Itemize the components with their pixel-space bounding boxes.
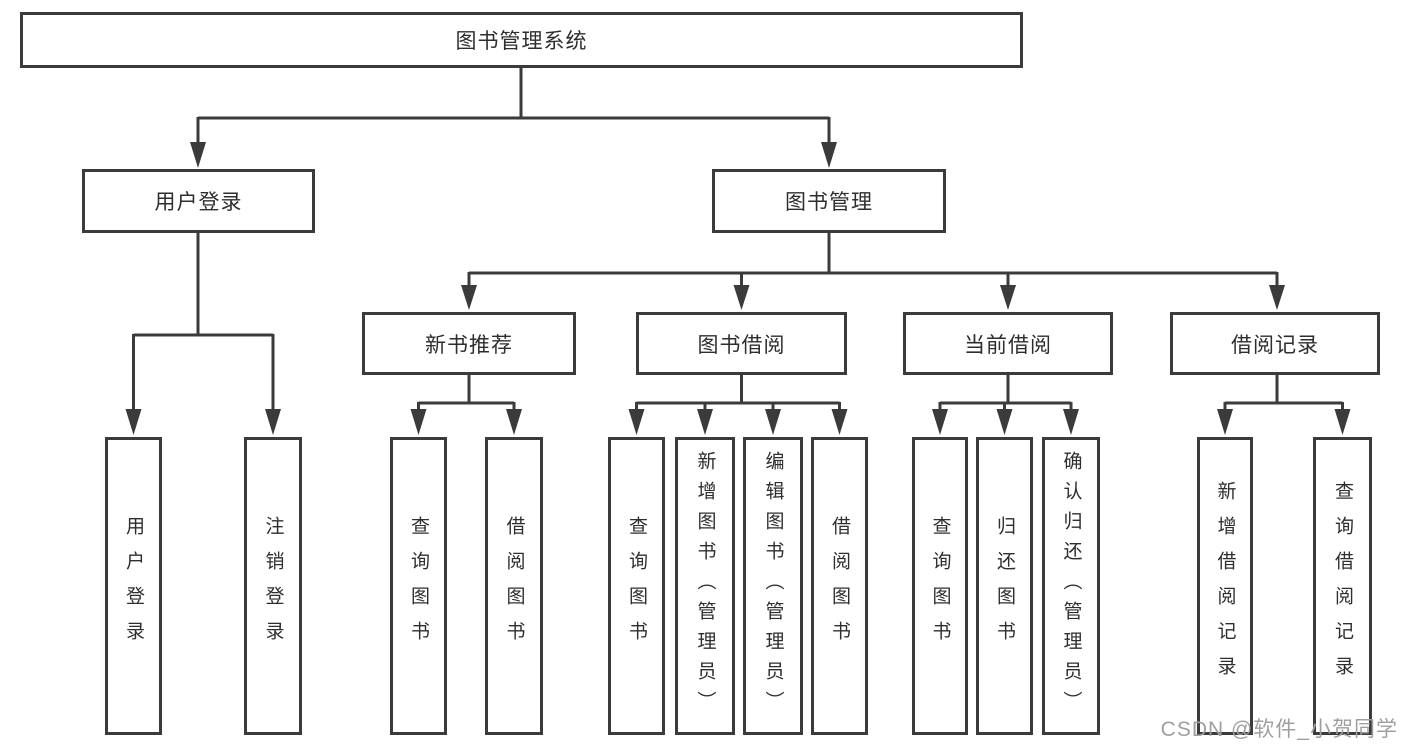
leaf-label: 确认归还（管理员） — [1060, 451, 1082, 721]
leaf-label: 借阅图书 — [503, 516, 525, 656]
node-new-book-recommend: 新书推荐 — [362, 312, 576, 375]
leaf-add-borrow-record: 新增借阅记录 — [1197, 437, 1253, 735]
leaf-borrow-books-2: 借阅图书 — [811, 437, 868, 735]
leaf-label: 新增借阅记录 — [1214, 481, 1236, 691]
leaf-label: 查询图书 — [408, 516, 429, 656]
node-user-login-branch: 用户登录 — [82, 169, 315, 233]
node-root: 图书管理系统 — [20, 12, 1023, 68]
node-borrow-records: 借阅记录 — [1170, 312, 1380, 375]
leaf-edit-books-admin: 编辑图书（管理员） — [743, 437, 803, 735]
leaf-query-borrow-record: 查询借阅记录 — [1313, 437, 1372, 735]
leaf-label: 用户登录 — [123, 516, 144, 656]
leaf-query-books-3: 查询图书 — [912, 437, 968, 735]
leaf-user-login: 用户登录 — [105, 437, 162, 735]
node-label: 图书管理 — [785, 191, 873, 214]
node-root-label: 图书管理系统 — [455, 30, 588, 53]
leaf-label: 借阅图书 — [829, 516, 850, 656]
leaf-add-books-admin: 新增图书（管理员） — [675, 437, 735, 735]
leaf-label: 注销登录 — [262, 516, 284, 656]
leaf-label: 查询图书 — [626, 516, 647, 656]
node-book-borrow: 图书借阅 — [636, 312, 847, 375]
leaf-borrow-books-1: 借阅图书 — [485, 437, 543, 735]
leaf-label: 编辑图书（管理员） — [762, 451, 784, 721]
node-label: 用户登录 — [154, 191, 243, 214]
leaf-query-books-2: 查询图书 — [608, 437, 665, 735]
leaf-label: 查询图书 — [929, 516, 951, 656]
node-current-borrow: 当前借阅 — [903, 312, 1113, 375]
node-label: 图书借阅 — [697, 333, 786, 357]
leaf-logout: 注销登录 — [244, 437, 302, 735]
leaf-return-books: 归还图书 — [976, 437, 1033, 735]
leaf-label: 新增图书（管理员） — [694, 451, 716, 721]
node-label: 新书推荐 — [425, 333, 513, 357]
node-label: 借阅记录 — [1231, 333, 1319, 357]
csdn-watermark: CSDN @软件_小贺同学 — [1160, 718, 1398, 741]
leaf-query-books-1: 查询图书 — [390, 437, 447, 735]
leaf-label: 归还图书 — [994, 516, 1015, 656]
leaf-confirm-return-admin: 确认归还（管理员） — [1042, 437, 1100, 735]
node-label: 当前借阅 — [964, 333, 1052, 357]
leaf-label: 查询借阅记录 — [1332, 481, 1353, 691]
node-book-management: 图书管理 — [712, 169, 946, 233]
